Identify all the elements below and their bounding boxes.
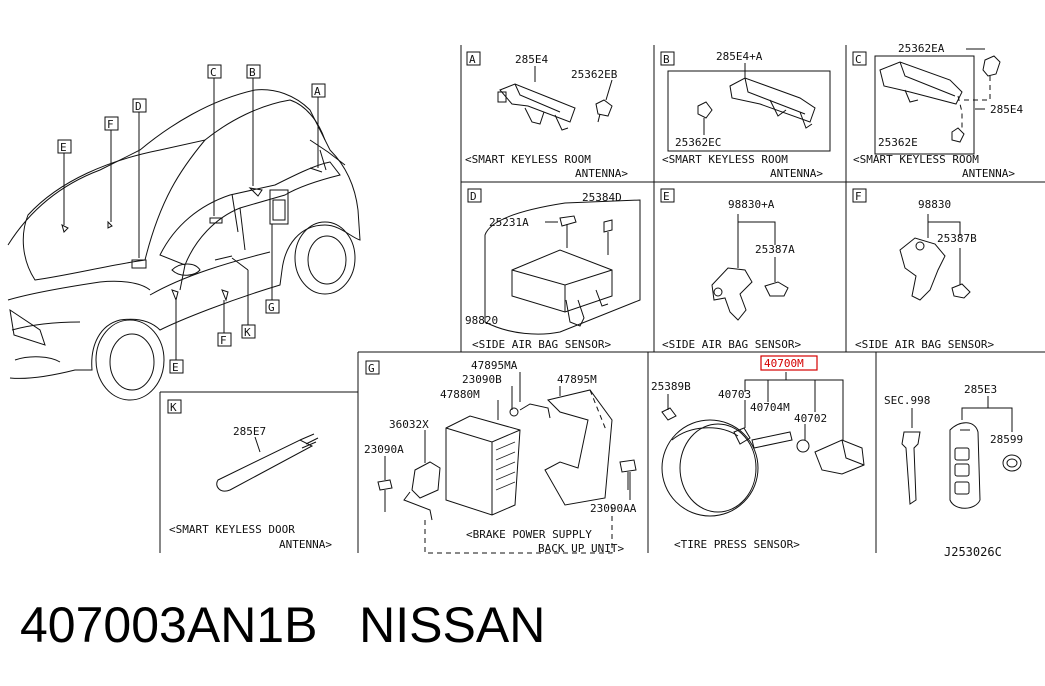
footer-brand: NISSAN (359, 597, 546, 653)
svg-text:25362EA: 25362EA (898, 42, 945, 55)
callout-D[interactable]: D (132, 98, 147, 258)
svg-text:ANTENNA>: ANTENNA> (770, 167, 823, 180)
svg-text:ANTENNA>: ANTENNA> (962, 167, 1015, 180)
svg-text:25362EC: 25362EC (675, 136, 721, 149)
svg-text:B: B (663, 53, 670, 66)
svg-text:25231A: 25231A (489, 216, 529, 229)
panel-tire-press: 25389B 40700M 40703 40704M 40702 <TIRE P… (651, 355, 865, 551)
callout-F-upper[interactable]: F (104, 116, 119, 222)
callout-A[interactable]: A (311, 83, 326, 168)
svg-text:F: F (855, 190, 862, 203)
svg-text:25362E: 25362E (878, 136, 918, 149)
svg-text:E: E (663, 190, 670, 203)
svg-text:98830: 98830 (918, 198, 951, 211)
svg-text:<SMART KEYLESS ROOM: <SMART KEYLESS ROOM (853, 153, 979, 166)
callout-C[interactable]: C (207, 64, 222, 216)
svg-text:40704M: 40704M (750, 401, 790, 414)
footer-part-number: 407003AN1B (20, 597, 318, 653)
highlighted-part-box (760, 355, 818, 371)
callout-B[interactable]: B (246, 64, 261, 186)
panel-letter-box (466, 51, 481, 66)
svg-text:<SIDE AIR BAG SENSOR>: <SIDE AIR BAG SENSOR> (662, 338, 801, 351)
svg-text:D: D (470, 190, 477, 203)
panel-G: G 47895MA 23090B 47895M 47880M 36032X 23… (364, 359, 637, 555)
callout-K[interactable]: K (231, 257, 256, 339)
part-label: 285E4 (515, 53, 548, 66)
callout-G[interactable]: G (265, 224, 280, 314)
svg-text:285E4: 285E4 (990, 103, 1023, 116)
panel-D: D 25384D 25231A 98820 <SIDE AIR BAG SENS… (465, 188, 641, 351)
svg-text:285E4+A: 285E4+A (716, 50, 763, 63)
svg-text:40702: 40702 (794, 412, 827, 425)
svg-text:285E7: 285E7 (233, 425, 266, 438)
panel-F: F 98830 25387B <SIDE AIR BAG SENSOR> (852, 188, 994, 351)
svg-text:K: K (170, 401, 177, 414)
svg-text:ANTENNA>: ANTENNA> (279, 538, 332, 551)
panel-B: B 285E4+A 25362EC <SMART KEYLESS ROOM AN… (660, 50, 831, 180)
panel-C: C 25362EA 285E4 25362E <SMART KEYLESS RO… (852, 42, 1023, 180)
svg-text:G: G (368, 362, 375, 375)
svg-text:47895M: 47895M (557, 373, 597, 386)
svg-text:23090B: 23090B (462, 373, 502, 386)
panel-E: E 98830+A 25387A <SIDE AIR BAG SENSOR> (660, 188, 801, 351)
svg-text:C: C (855, 53, 862, 66)
svg-text:<SIDE AIR BAG SENSOR>: <SIDE AIR BAG SENSOR> (855, 338, 994, 351)
svg-text:A: A (314, 85, 321, 98)
svg-text:23090A: 23090A (364, 443, 404, 456)
svg-text:<SIDE AIR BAG SENSOR>: <SIDE AIR BAG SENSOR> (472, 338, 611, 351)
svg-text:25387A: 25387A (755, 243, 795, 256)
svg-text:285E3: 285E3 (964, 383, 997, 396)
svg-text:<SMART KEYLESS DOOR: <SMART KEYLESS DOOR (169, 523, 295, 536)
svg-text:<TIRE PRESS SENSOR>: <TIRE PRESS SENSOR> (674, 538, 800, 551)
footer: 407003AN1B NISSAN (20, 596, 545, 654)
svg-text:<SMART KEYLESS ROOM: <SMART KEYLESS ROOM (662, 153, 788, 166)
grid-frame (159, 45, 1045, 553)
part-label: 25362EB (571, 68, 618, 81)
svg-text:36032X: 36032X (389, 418, 429, 431)
svg-text:D: D (135, 100, 142, 113)
svg-text:98820: 98820 (465, 314, 498, 327)
svg-text:28599: 28599 (990, 433, 1023, 446)
callout-F-lower[interactable]: F (217, 300, 232, 347)
svg-text:40703: 40703 (718, 388, 751, 401)
svg-text:BACK UP UNIT>: BACK UP UNIT> (538, 542, 624, 555)
diagram-code: J253026C (944, 545, 1002, 559)
panel-caption: <SMART KEYLESS ROOM (465, 153, 591, 166)
svg-text:C: C (210, 66, 217, 79)
panel-A: A 285E4 25362EB <SMART KEYLESS ROOM ANTE… (465, 51, 628, 180)
svg-text:98830+A: 98830+A (728, 198, 775, 211)
highlighted-part-number: 40700M (764, 357, 804, 370)
svg-text:K: K (244, 326, 251, 339)
svg-text:G: G (268, 301, 275, 314)
svg-text:25387B: 25387B (937, 232, 977, 245)
callout-E-lower[interactable]: E (169, 298, 184, 374)
svg-text:E: E (60, 141, 67, 154)
svg-text:47880M: 47880M (440, 388, 480, 401)
panel-caption: ANTENNA> (575, 167, 628, 180)
panel-key: SEC.998 285E3 28599 (884, 383, 1023, 509)
svg-text:E: E (172, 361, 179, 374)
callout-E-upper[interactable]: E (57, 139, 72, 225)
svg-text:25389B: 25389B (651, 380, 691, 393)
car-illustration: A B C D E F G (7, 64, 361, 401)
svg-text:F: F (220, 334, 227, 347)
svg-text:B: B (249, 66, 256, 79)
svg-text:F: F (107, 118, 114, 131)
panel-letter: A (469, 53, 476, 66)
svg-text:47895MA: 47895MA (471, 359, 518, 372)
panel-K: K 285E7 <SMART KEYLESS DOOR ANTENNA> (167, 399, 332, 551)
svg-text:23090AA: 23090AA (590, 502, 637, 515)
svg-text:SEC.998: SEC.998 (884, 394, 930, 407)
svg-text:<BRAKE POWER SUPPLY: <BRAKE POWER SUPPLY (466, 528, 592, 541)
